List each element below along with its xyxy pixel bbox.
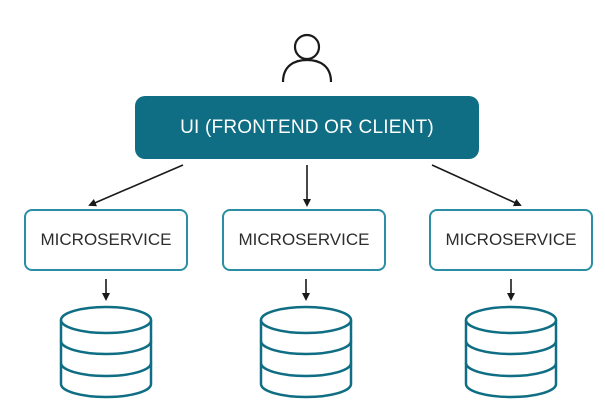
arrow-ui-to-ms-1 <box>88 164 184 207</box>
microservice-box-1: MICROSERVICE <box>24 209 188 271</box>
database-icon <box>59 305 153 399</box>
microservice-box-2: MICROSERVICE <box>222 209 386 271</box>
ui-frontend-box: UI (FRONTEND OR CLIENT) <box>135 96 479 159</box>
database-icon <box>464 305 558 399</box>
microservice-label-2: MICROSERVICE <box>238 230 370 249</box>
ui-frontend-label: UI (FRONTEND OR CLIENT) <box>180 116 434 138</box>
arrow-ui-to-ms-3 <box>431 164 522 207</box>
microservice-label-3: MICROSERVICE <box>445 230 577 249</box>
user-icon <box>281 33 333 83</box>
microservice-label-1: MICROSERVICE <box>40 230 172 249</box>
microservice-box-3: MICROSERVICE <box>429 209 593 271</box>
database-icon <box>259 305 353 399</box>
